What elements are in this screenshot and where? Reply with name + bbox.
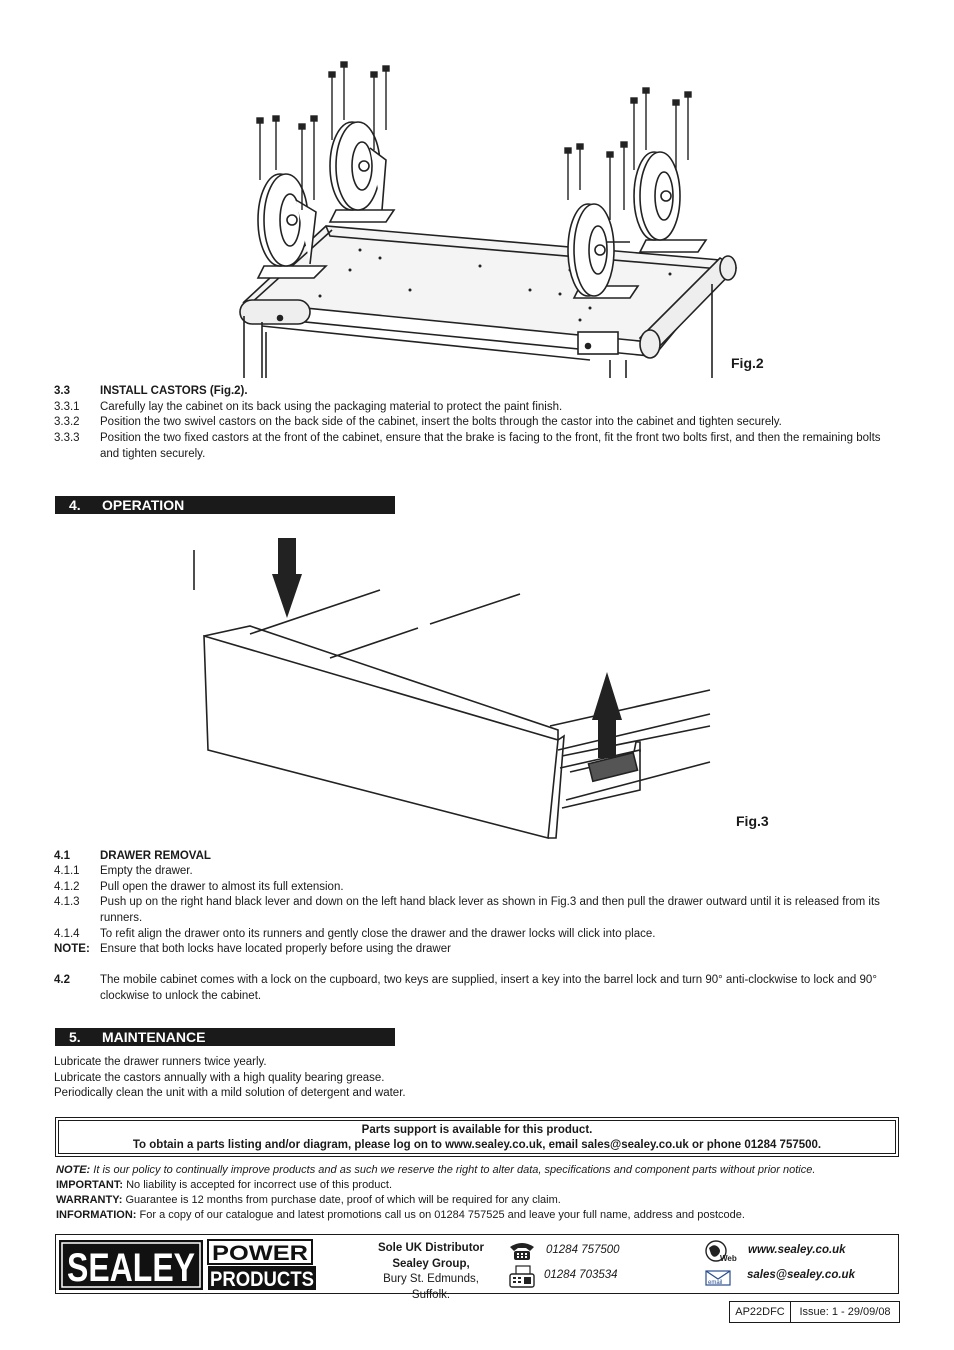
information-note: INFORMATION: For a copy of our catalogue… (56, 1208, 906, 1223)
step-text: Push up on the right hand black lever an… (100, 896, 880, 924)
castors-step-1: 3.3.1 Carefully lay the cabinet on its b… (54, 400, 894, 416)
castors-step-3: 3.3.3 Position the two fixed castors at … (54, 431, 894, 462)
maintenance-line-2: Lubricate the castors annually with a hi… (54, 1072, 385, 1084)
footer-contact-box: SEALEY POWER PRODUCTS Sole UK Distributo… (55, 1234, 899, 1301)
email-icon-text: email (708, 1280, 722, 1286)
step-text: Pull open the drawer to almost its full … (100, 881, 344, 893)
distributor-address: Bury St. Edmunds, Suffolk. (383, 1273, 479, 1301)
maintenance-line-1: Lubricate the drawer runners twice yearl… (54, 1056, 267, 1068)
note-label: NOTE: (54, 943, 90, 955)
cabinet-lock-step: 4.2 The mobile cabinet comes with a lock… (54, 973, 894, 1004)
issue-date: Issue: 1 - 29/09/08 (791, 1301, 900, 1323)
drawer-note: NOTE: Ensure that both locks have locate… (54, 942, 894, 958)
step-text: The mobile cabinet comes with a lock on … (100, 974, 877, 1002)
important-note: IMPORTANT: No liability is accepted for … (56, 1178, 906, 1193)
important-label: IMPORTANT: (56, 1179, 124, 1191)
email-link[interactable]: sales@sealey.co.uk (747, 1269, 855, 1281)
model-number: AP22DFC (729, 1301, 791, 1323)
operation-section-title: OPERATION (102, 497, 185, 513)
fig3-drawer-diagram (193, 538, 711, 840)
step-num: 4.1.4 (54, 928, 80, 940)
warranty-text: Guarantee is 12 months from purchase dat… (125, 1194, 561, 1206)
email-icon: email (705, 1270, 731, 1286)
warranty-label: WARRANTY: (56, 1194, 123, 1206)
maintenance-line-3: Periodically clean the unit with a mild … (54, 1087, 406, 1099)
note-label: NOTE: (56, 1164, 91, 1176)
step-text: Carefully lay the cabinet on its back us… (100, 401, 563, 413)
castors-step-2: 3.3.2 Position the two swivel castors on… (54, 415, 894, 431)
distributor-block: Sole UK Distributor Sealey Group, Bury S… (366, 1241, 496, 1303)
sealey-logo-text: SEALEY (67, 1246, 195, 1290)
step-num: 3.3.3 (54, 432, 80, 444)
website-link[interactable]: www.sealey.co.uk (748, 1244, 846, 1256)
operation-section-num: 4. (69, 497, 81, 513)
fig2-label: Fig.2 (731, 355, 764, 371)
parts-support-line-2: To obtain a parts listing and/or diagram… (132, 1139, 822, 1151)
distributor-name: Sealey Group, (392, 1257, 470, 1270)
step-num: 4.1 (54, 850, 70, 862)
web-globe-icon: Web (705, 1240, 737, 1263)
fax-number: 01284 703534 (544, 1269, 618, 1281)
information-text: For a copy of our catalogue and latest p… (139, 1209, 745, 1221)
parts-support-box: Parts support is available for this prod… (55, 1117, 899, 1157)
warranty-note: WARRANTY: Guarantee is 12 months from pu… (56, 1193, 906, 1208)
legal-notes: NOTE: It is our policy to continually im… (56, 1163, 906, 1223)
important-text: No liability is accepted for incorrect u… (126, 1179, 393, 1191)
power-logo-text: POWER (212, 1242, 308, 1265)
parts-support-inner: Parts support is available for this prod… (58, 1120, 896, 1154)
step-num: 4.1.3 (54, 896, 80, 908)
policy-note: NOTE: It is our policy to continually im… (56, 1163, 906, 1178)
products-logo-text: PRODUCTS (210, 1268, 314, 1291)
sealey-logo: SEALEY (59, 1240, 203, 1290)
fig3-label: Fig.3 (736, 813, 769, 829)
fig2-castor-diagram (239, 61, 738, 378)
step-text: Position the two fixed castors at the fr… (100, 432, 881, 460)
step-num: 3.3.2 (54, 416, 80, 428)
step-num: 3.3.1 (54, 401, 80, 413)
operation-section-heading: 4. OPERATION (55, 496, 395, 514)
drawer-step-4: 4.1.4 To refit align the drawer onto its… (54, 927, 894, 943)
step-text: To refit align the drawer onto its runne… (100, 928, 656, 940)
step-num: 4.1.1 (54, 865, 80, 877)
drawer-step-3: 4.1.3 Push up on the right hand black le… (54, 895, 894, 926)
castors-heading-text: INSTALL CASTORS (Fig.2). (100, 385, 248, 397)
drawer-step-2: 4.1.2 Pull open the drawer to almost its… (54, 880, 894, 896)
castors-heading-num: 3.3 (54, 385, 70, 397)
step-text: Empty the drawer. (100, 865, 193, 877)
drawer-removal-heading: 4.1 DRAWER REMOVAL (54, 849, 894, 865)
fax-icon (509, 1265, 535, 1288)
note-text: Ensure that both locks have located prop… (100, 943, 451, 955)
maintenance-section-title: MAINTENANCE (102, 1029, 206, 1045)
information-label: INFORMATION: (56, 1209, 137, 1221)
step-num: 4.1.2 (54, 881, 80, 893)
phone-number: 01284 757500 (546, 1244, 620, 1256)
step-text: DRAWER REMOVAL (100, 850, 211, 862)
power-products-logo: POWER PRODUCTS (207, 1239, 316, 1291)
step-text: Position the two swivel castors on the b… (100, 416, 782, 428)
parts-support-line-1: Parts support is available for this prod… (361, 1124, 593, 1136)
web-icon-text: Web (720, 1254, 737, 1263)
maintenance-section-num: 5. (69, 1029, 81, 1045)
maintenance-section-heading: 5. MAINTENANCE (55, 1028, 395, 1046)
note-text: It is our policy to continually improve … (93, 1164, 816, 1176)
distributor-label: Sole UK Distributor (377, 1242, 485, 1254)
telephone-icon (510, 1243, 534, 1260)
drawer-step-1: 4.1.1 Empty the drawer. (54, 864, 894, 880)
step-num: 4.2 (54, 974, 70, 986)
castors-heading: 3.3 INSTALL CASTORS (Fig.2). (54, 384, 894, 400)
